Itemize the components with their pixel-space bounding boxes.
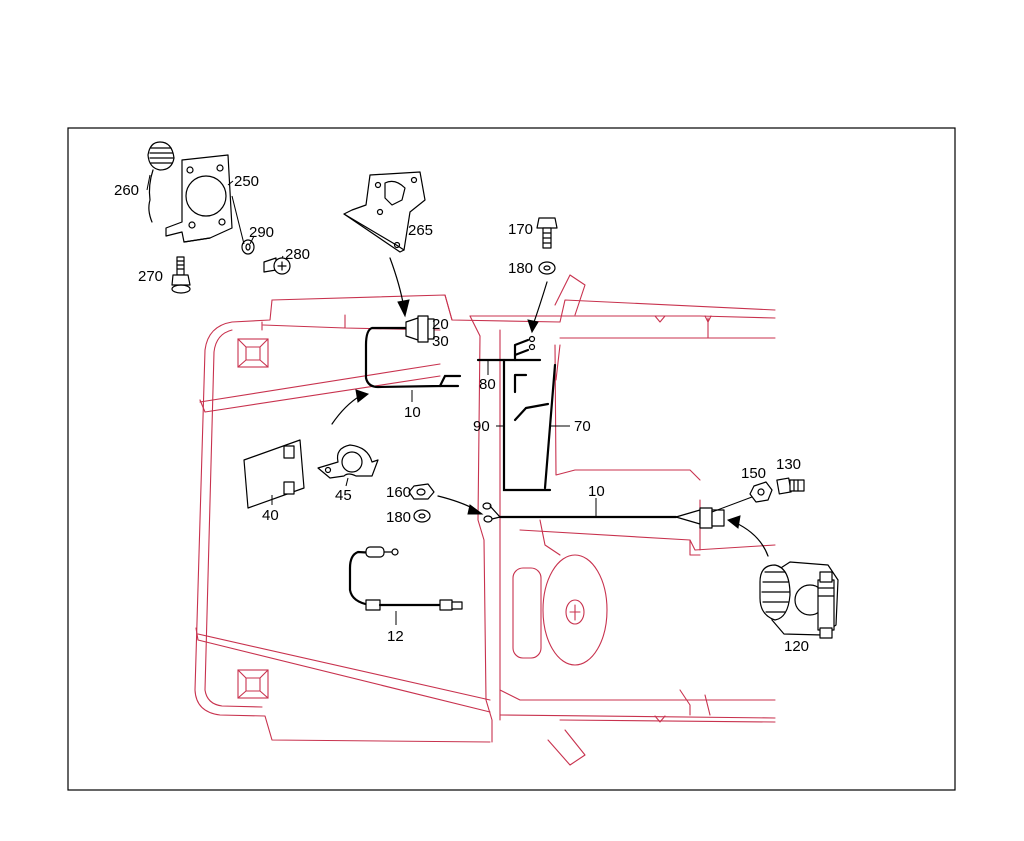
washer-180-bottom <box>413 509 431 523</box>
bracket-250 <box>165 154 233 243</box>
bolt-170 <box>536 217 558 249</box>
bolt-270 <box>171 256 191 294</box>
cap-coil-260 <box>147 141 175 223</box>
harness-front <box>364 315 462 389</box>
diagram-frame <box>67 127 956 791</box>
vehicle-chassis <box>194 274 776 766</box>
label-20: 20 <box>432 316 449 333</box>
washer-290 <box>241 239 255 255</box>
screw-280 <box>263 257 291 275</box>
cable-12 <box>348 546 463 611</box>
label-260: 260 <box>114 182 139 199</box>
label-30: 30 <box>432 333 449 350</box>
label-10-rear: 10 <box>588 483 605 500</box>
arrow-40 <box>331 395 361 425</box>
label-120: 120 <box>784 638 809 655</box>
washer-180-top <box>538 261 556 275</box>
harness-rear <box>482 502 725 529</box>
label-160: 160 <box>386 484 411 501</box>
label-150: 150 <box>741 465 766 482</box>
nut-150 <box>749 481 773 503</box>
arrow-120 <box>733 521 769 557</box>
bracket-265 <box>343 171 426 253</box>
label-80: 80 <box>479 376 496 393</box>
label-40: 40 <box>262 507 279 524</box>
arrow-265 <box>389 257 405 309</box>
label-45: 45 <box>335 487 352 504</box>
label-12: 12 <box>387 628 404 645</box>
label-265: 265 <box>408 222 433 239</box>
label-180-bottom: 180 <box>386 509 411 526</box>
leader-130 <box>711 496 753 513</box>
label-290: 290 <box>249 224 274 241</box>
nut-160 <box>408 483 435 500</box>
cover-plate-40 <box>243 439 305 509</box>
label-70: 70 <box>574 418 591 435</box>
bolt-130 <box>776 477 805 495</box>
label-10-front: 10 <box>404 404 421 421</box>
socket-120 <box>759 561 839 639</box>
label-170: 170 <box>508 221 533 238</box>
label-130: 130 <box>776 456 801 473</box>
label-180-top: 180 <box>508 260 533 277</box>
clamp-45 <box>317 444 379 479</box>
part-labels: 260 250 290 280 270 265 170 180 20 30 80… <box>114 173 809 655</box>
harness-interior <box>476 335 557 492</box>
label-270: 270 <box>138 268 163 285</box>
arrow-180-top <box>532 281 548 326</box>
label-280: 280 <box>285 246 310 263</box>
label-90: 90 <box>473 418 490 435</box>
label-250: 250 <box>234 173 259 190</box>
